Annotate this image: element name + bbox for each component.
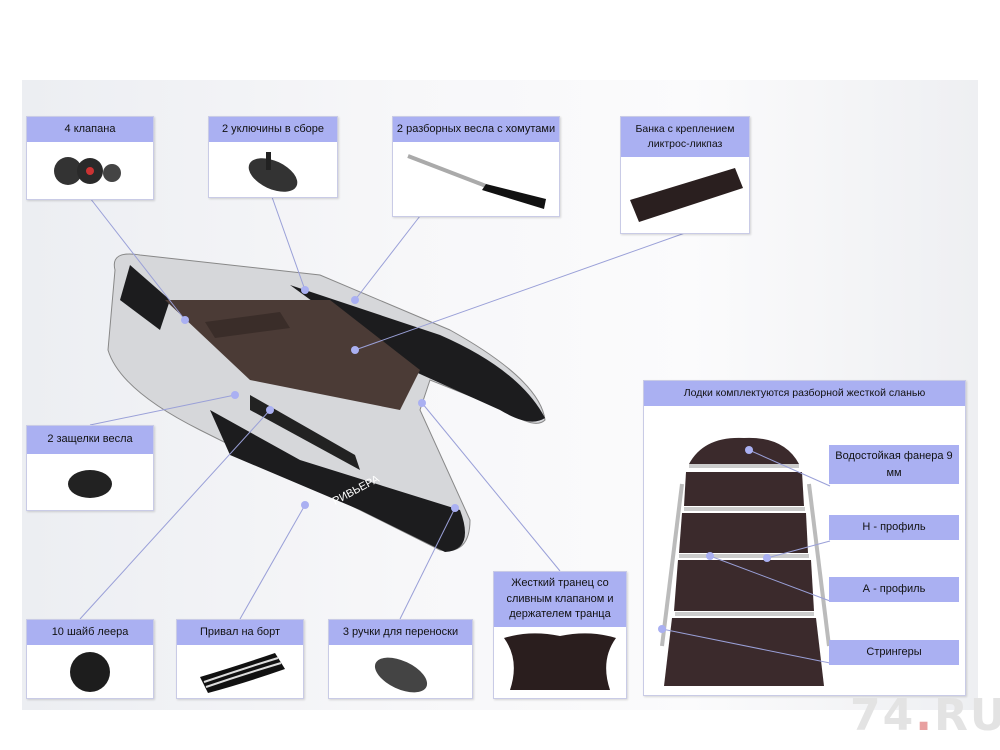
- callout-title: Банка с креплением ликтрос-ликпаз: [621, 117, 749, 157]
- floor-panel-image: [658, 437, 831, 686]
- callout-handles: 3 ручки для переноски: [328, 619, 473, 699]
- callout-title: Привал на борт: [177, 620, 303, 645]
- callout-title: Жесткий транец со сливным клапаном и дер…: [494, 572, 626, 627]
- watermark-main: 74: [850, 690, 916, 741]
- floor-panel-title: Лодки комплектуются разборной жесткой сл…: [644, 381, 965, 406]
- callout-rail-washers: 10 шайб леера: [26, 619, 154, 699]
- callout-title: 4 клапана: [27, 117, 153, 142]
- label-stringers: Стрингеры: [829, 640, 959, 665]
- watermark: 74.RU: [850, 690, 1000, 741]
- oar-image: [393, 142, 559, 216]
- handle-image: [329, 645, 472, 698]
- leader-lines: [79, 196, 686, 620]
- callout-oars: 2 разборных весла с хомутами: [392, 116, 560, 217]
- marker-dots: [181, 286, 459, 512]
- transom-image: [494, 627, 626, 697]
- oar-clip-image: [27, 454, 153, 510]
- callout-title: 2 защелки весла: [27, 426, 153, 454]
- label-h-profile: Н - профиль: [829, 515, 959, 540]
- washer-image: [27, 645, 153, 698]
- callout-transom: Жесткий транец со сливным клапаном и дер…: [493, 571, 627, 699]
- callout-oar-clips: 2 защелки весла: [26, 425, 154, 511]
- boat-illustration: РИВЬЕРА: [107, 253, 546, 552]
- valves-image: [27, 142, 153, 199]
- label-plywood: Водостойкая фанера 9 мм: [829, 445, 959, 484]
- fender-image: [177, 645, 303, 698]
- callout-title: 10 шайб леера: [27, 620, 153, 645]
- callout-title: 3 ручки для переноски: [329, 620, 472, 645]
- callout-seat: Банка с креплением ликтрос-ликпаз: [620, 116, 750, 234]
- callout-title: 2 уключины в сборе: [209, 117, 337, 142]
- watermark-dot: .: [915, 690, 934, 741]
- seat-image: [621, 157, 749, 233]
- callout-title: 2 разборных весла с хомутами: [393, 117, 559, 142]
- oarlock-image: [209, 142, 337, 197]
- callout-oarlocks: 2 уключины в сборе: [208, 116, 338, 198]
- callout-fender: Привал на борт: [176, 619, 304, 699]
- callout-valves: 4 клапана: [26, 116, 154, 200]
- label-a-profile: А - профиль: [829, 577, 959, 602]
- watermark-suffix: RU: [933, 690, 1000, 741]
